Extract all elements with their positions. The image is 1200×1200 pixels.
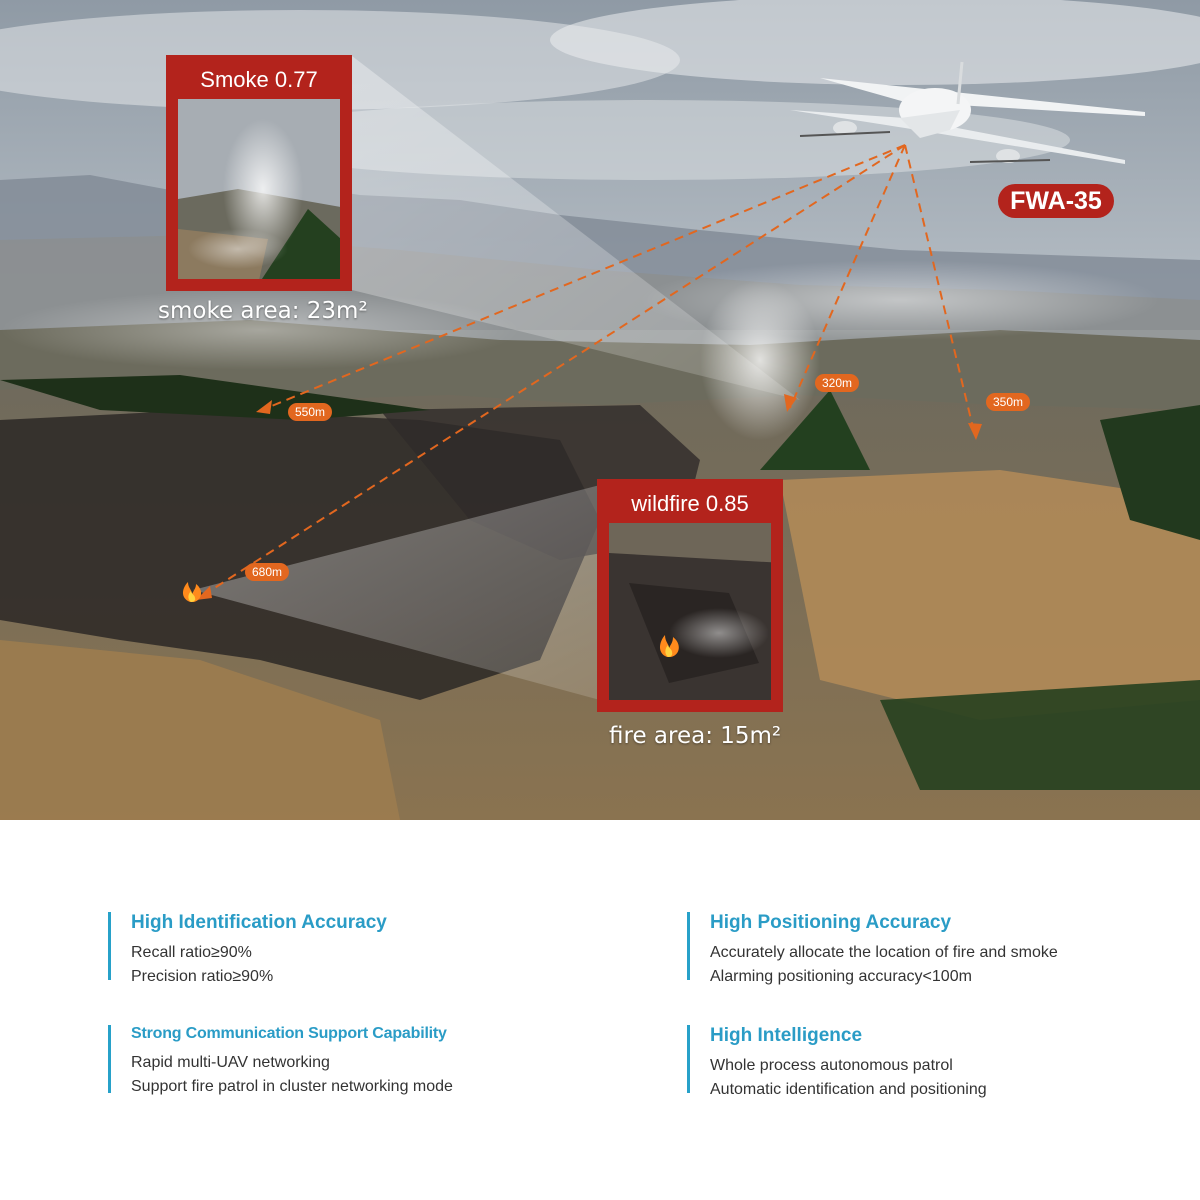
- distance-tag: 320m: [815, 374, 860, 392]
- wildfire-detection-label: wildfire 0.85: [631, 491, 749, 516]
- aerial-scene: Smoke 0.77 smoke area: 23m² wildfire 0.8…: [0, 0, 1200, 820]
- uav-icon: [790, 61, 1145, 164]
- feature-line: Accurately allocate the location of fire…: [710, 944, 1058, 961]
- fire-area-caption: fire area: 15m²: [609, 723, 782, 749]
- smoke-detection-box: Smoke 0.77: [166, 55, 352, 291]
- feature-line: Alarming positioning accuracy<100m: [710, 968, 972, 985]
- feature-line: Automatic identification and positioning: [710, 1081, 987, 1098]
- feature-line: Whole process autonomous patrol: [710, 1057, 953, 1074]
- feature-title: Strong Communication Support Capability: [131, 1025, 447, 1042]
- feature-line: Support fire patrol in cluster networkin…: [131, 1078, 453, 1095]
- distance-tag: 350m: [986, 393, 1031, 411]
- feature-title: High Intelligence: [710, 1025, 863, 1046]
- wildfire-detection-thumbnail: [609, 523, 771, 700]
- feature-line: Rapid multi-UAV networking: [131, 1054, 330, 1071]
- feature-communication-support: Strong Communication Support Capability …: [108, 1025, 453, 1095]
- fire-icon: [183, 582, 202, 602]
- feature-intelligence: High Intelligence Whole process autonomo…: [687, 1025, 987, 1098]
- feature-title: High Identification Accuracy: [131, 912, 387, 933]
- smoke-detection-label: Smoke 0.77: [200, 67, 318, 92]
- smoke-detection-thumbnail: [178, 99, 340, 279]
- fire-icon: [660, 635, 679, 657]
- distance-tag: 680m: [245, 563, 290, 581]
- feature-line: Precision ratio≥90%: [131, 968, 274, 985]
- model-badge: FWA-35: [998, 184, 1114, 218]
- feature-title: High Positioning Accuracy: [710, 912, 952, 933]
- smoke-area-caption: smoke area: 23m²: [158, 298, 368, 324]
- distance-tag: 550m: [288, 403, 333, 421]
- laser-lines: [201, 144, 976, 597]
- wildfire-detection-box: wildfire 0.85: [597, 479, 783, 712]
- feature-line: Recall ratio≥90%: [131, 944, 252, 961]
- feature-identification-accuracy: High Identification Accuracy Recall rati…: [108, 912, 387, 985]
- feature-positioning-accuracy: High Positioning Accuracy Accurately all…: [687, 912, 1058, 985]
